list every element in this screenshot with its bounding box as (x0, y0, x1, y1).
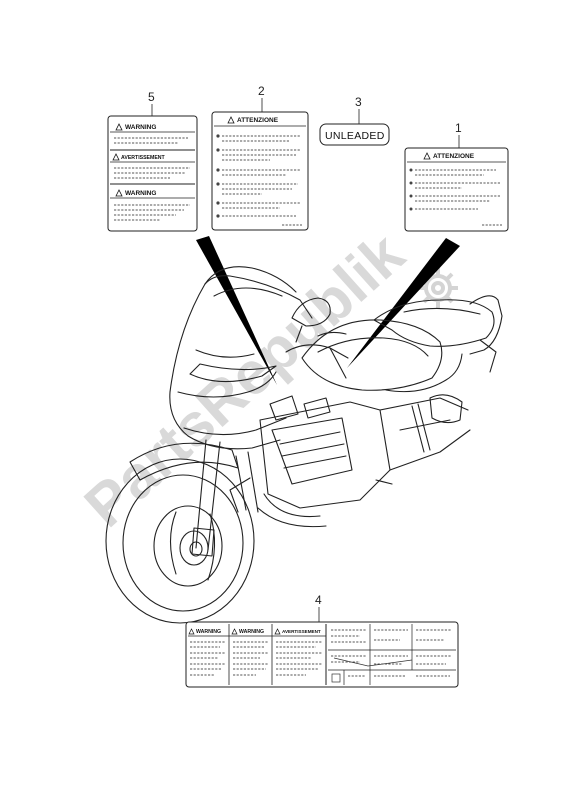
callout-number-1: 1 (455, 121, 462, 135)
label4-header-1: WARNING (196, 629, 221, 635)
warning-triangle-icon (115, 189, 123, 197)
warning-triangle-icon (231, 628, 238, 635)
label5-header-1: WARNING (125, 124, 156, 131)
label2-header: ATTENZIONE (237, 117, 279, 124)
label-5[interactable]: 5 WARNING AVERTISSEMENT WARNING (107, 90, 198, 232)
warning-triangle-icon (115, 123, 123, 131)
motorcycle-illustration (105, 266, 503, 624)
callout-number-5: 5 (148, 90, 155, 104)
label-2[interactable]: 2 ATTENZIONE (211, 84, 309, 231)
label-3[interactable]: 3 UNLEADED (319, 95, 390, 146)
warning-triangle-icon (423, 152, 431, 160)
warning-triangle-icon (112, 153, 120, 161)
label4-header-2: WARNING (239, 629, 264, 635)
unleaded-text: UNLEADED (325, 130, 385, 142)
warning-triangle-icon (188, 628, 195, 635)
label1-header: ATTENZIONE (433, 153, 475, 160)
pointer-wedge-label-1 (347, 238, 460, 368)
callout-number-3: 3 (355, 95, 362, 109)
label5-header-2: AVERTISSEMENT (121, 155, 166, 161)
warning-triangle-icon (274, 628, 281, 635)
label-1[interactable]: 1 ATTENZIONE (404, 121, 509, 232)
watermark: PartsRepublik (72, 219, 458, 540)
label5-header-3: WARNING (125, 190, 156, 197)
label4-header-3: AVERTISSEMENT (282, 629, 321, 634)
callout-number-2: 2 (258, 84, 265, 98)
callout-number-4: 4 (315, 593, 322, 607)
warning-triangle-icon (227, 116, 235, 124)
label-4[interactable]: 4 WARNING WARNING AVERTISSEMENT (185, 593, 459, 688)
